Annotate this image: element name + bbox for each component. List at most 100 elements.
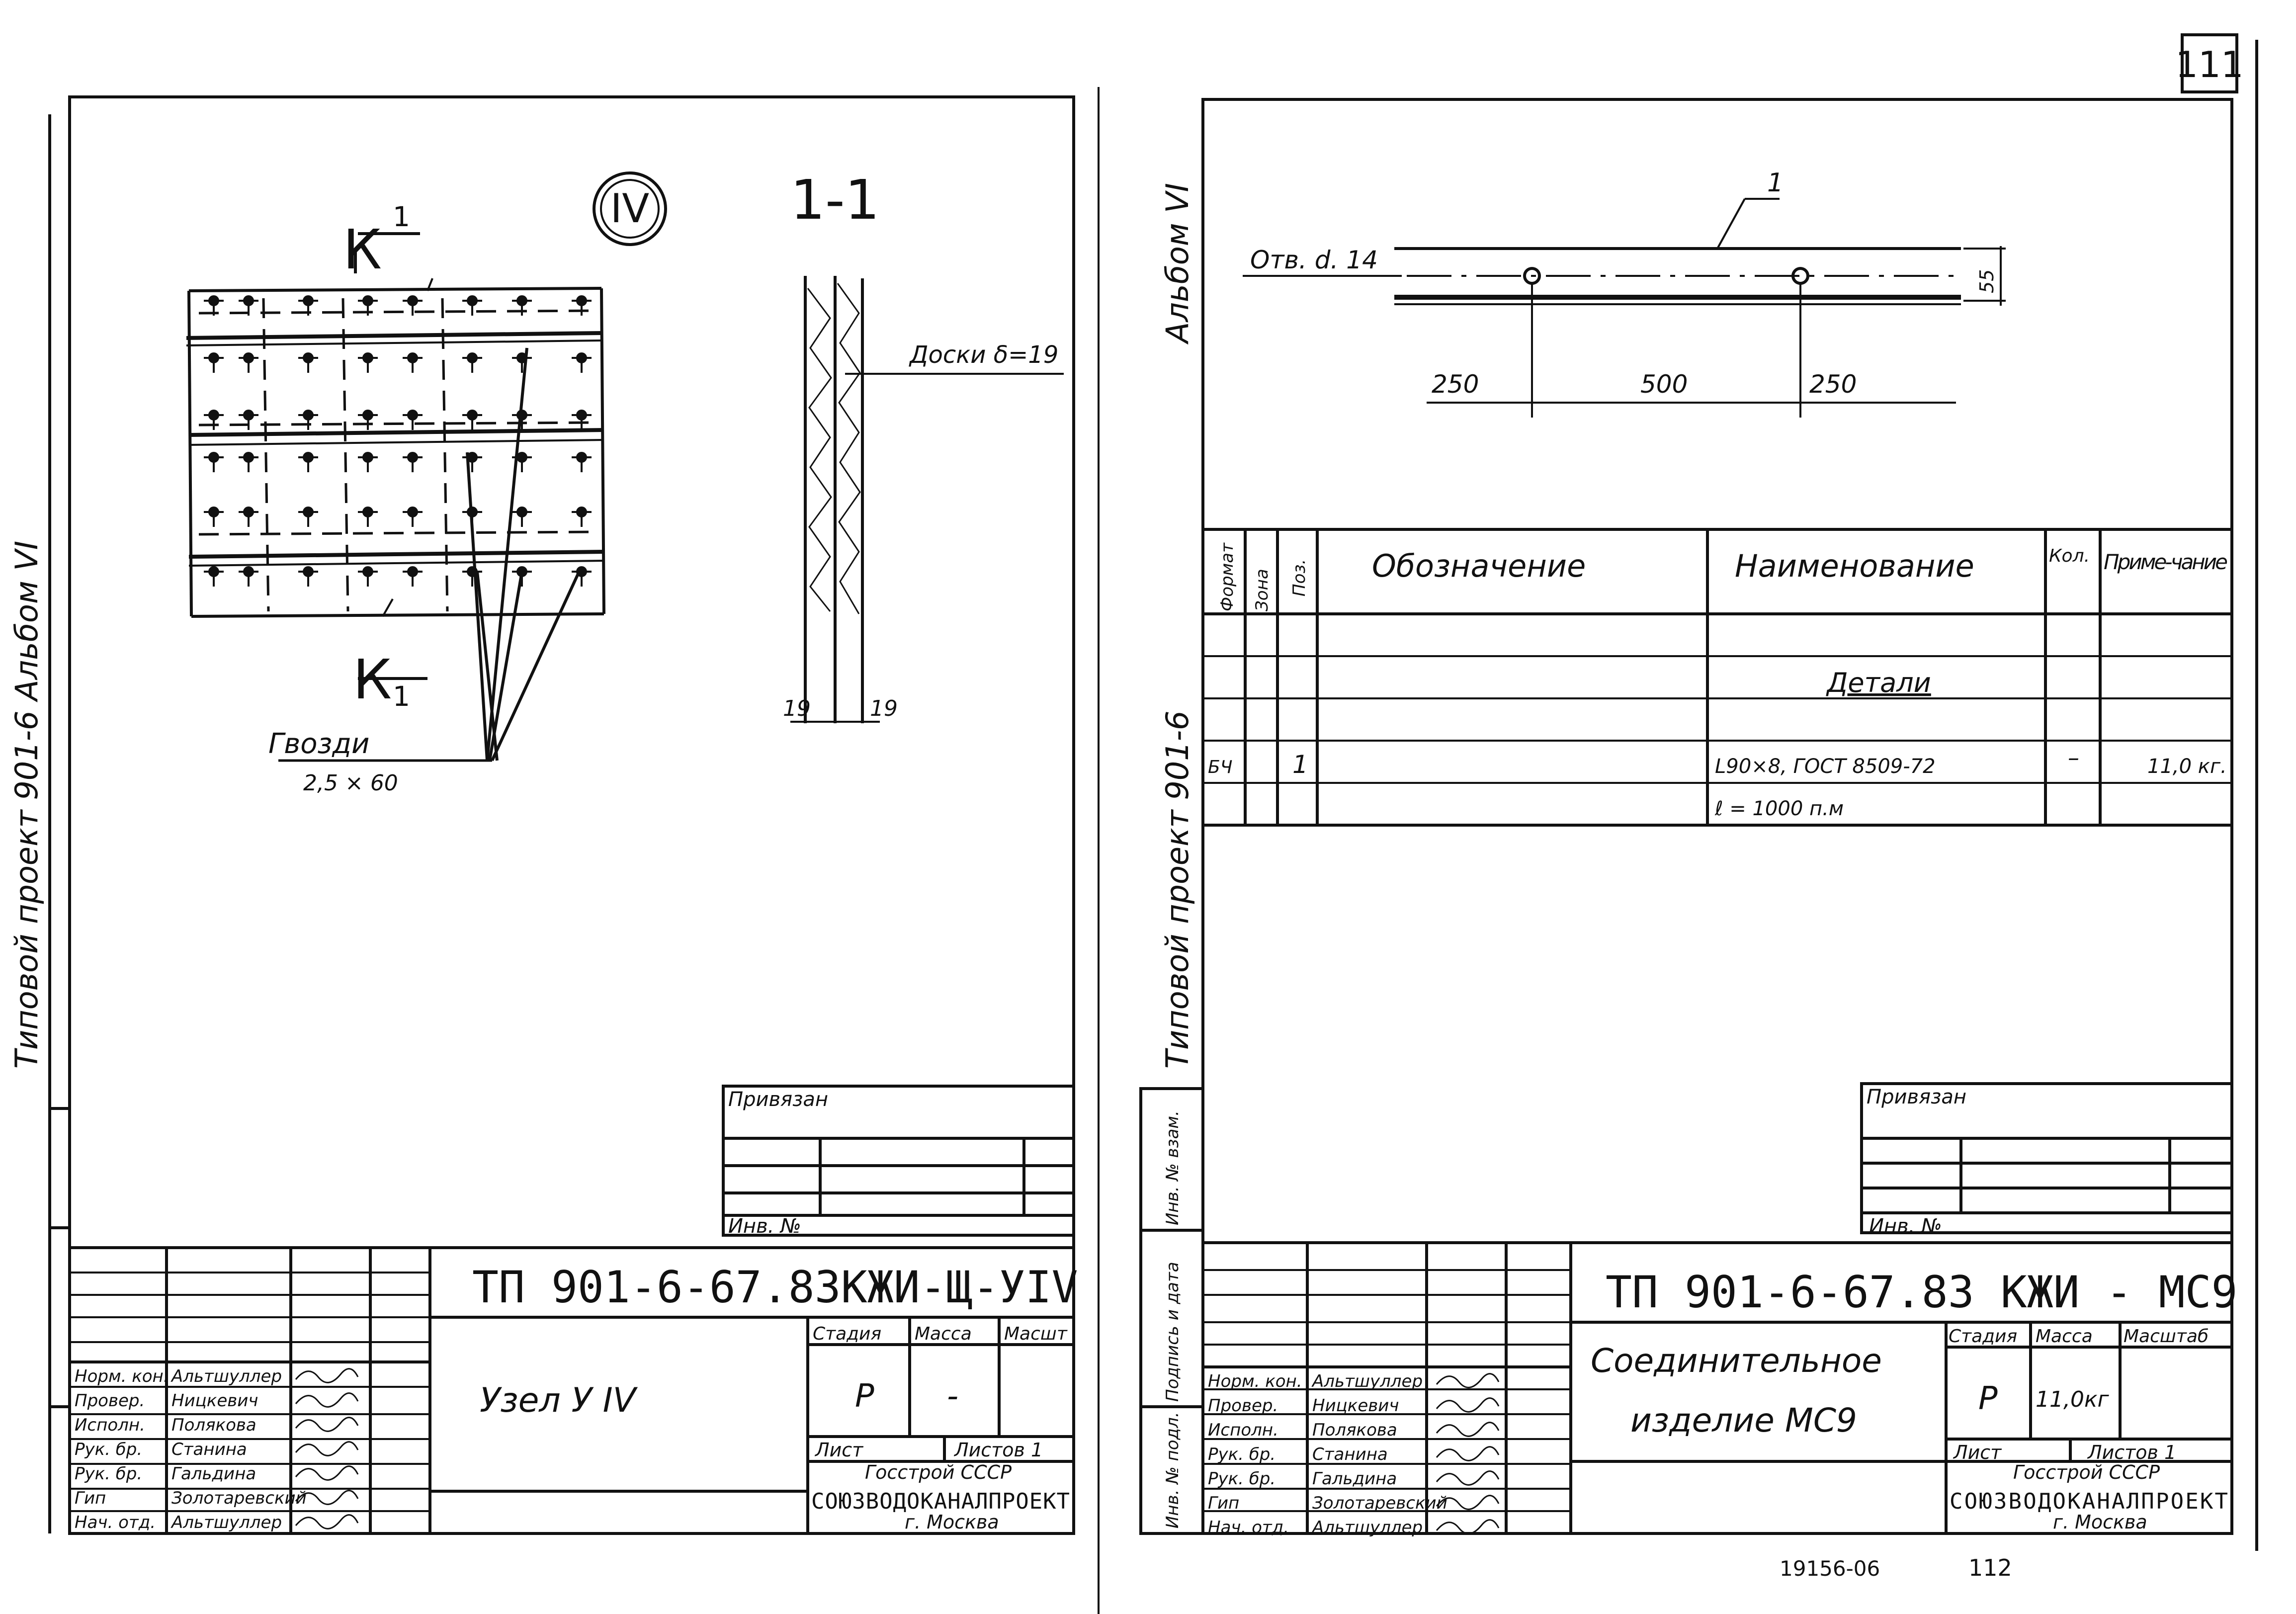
left-item-name: Узел У IV <box>480 1381 638 1420</box>
signature-name: Альтшуллер <box>1311 1518 1423 1537</box>
spec-rows: БЧ 1 L90×8, ГОСТ 8509-72 – 11,0 кг. ℓ = 1000 … <box>1208 744 2227 820</box>
handwritten-signature <box>1436 1373 1500 1388</box>
right-title-block <box>1201 1241 2233 1535</box>
section-index-top: 1 <box>393 201 410 233</box>
signature-role: Норм. кон. <box>1208 1371 1302 1391</box>
signature-name: Гальдина <box>1312 1469 1397 1489</box>
signature-name: Станина <box>171 1440 247 1459</box>
nail-marks <box>204 295 592 587</box>
handwritten-signature <box>295 1441 359 1456</box>
left-designation: ТП 901-6-67.83КЖИ-Щ-УIV <box>472 1262 1078 1313</box>
handwritten-signature <box>295 1392 359 1408</box>
signature-name: Золотаревский <box>171 1488 307 1508</box>
spec-hdr-zone: Зона <box>1252 569 1272 611</box>
signature-name: Станина <box>1312 1444 1388 1464</box>
right-signature-rows: Норм. кон.АльтшуллерПровер.НицкевичИспол… <box>1208 1371 1500 1537</box>
signature-name: Альтшуллер <box>170 1513 282 1532</box>
right-mass: 11,0кг <box>2036 1387 2110 1412</box>
handwritten-signature <box>1436 1495 1500 1510</box>
right-org-name: СОЮЗВОДОКАНАЛПРОЕКТ <box>1950 1489 2228 1514</box>
page-number-box <box>2181 33 2238 93</box>
spec-cell-qty: – <box>2068 744 2079 771</box>
spec-hdr-pos: Поз. <box>1289 559 1309 596</box>
nails-size: 2,5 × 60 <box>303 770 398 796</box>
right-designation: ТП 901-6-67.83 КЖИ - МС9 <box>1606 1267 2238 1318</box>
left-org-city: г. Москва <box>905 1511 999 1533</box>
spec-table <box>1203 528 2232 827</box>
right-hdr-stage: Стадия <box>1949 1326 2017 1347</box>
signature-name: Гальдина <box>171 1464 256 1484</box>
right-sheets-label: Листов 1 <box>2087 1442 2176 1463</box>
signature-role: Гип <box>75 1488 106 1508</box>
left-sheets-label: Листов 1 <box>953 1439 1043 1461</box>
dim-right: 19 <box>870 696 898 721</box>
right-hdr-mass: Масса <box>2036 1326 2093 1347</box>
margin-project: Типовой проект 901-6 <box>1159 710 1195 1069</box>
section-1-1 <box>790 276 1064 723</box>
planks-label: Доски δ=19 <box>909 341 1058 369</box>
left-hdr-mass: Масса <box>915 1324 972 1344</box>
side-box-inv-subst: Инв. № взам. <box>1163 1110 1183 1225</box>
signature-role: Провер. <box>1208 1396 1278 1416</box>
right-sheet-label: Лист <box>1953 1442 2002 1463</box>
archive-number: 19156-06 <box>1780 1556 1880 1581</box>
section-mark-top: К <box>343 218 382 281</box>
left-signature-rows: Норм. кон.АльтшуллерПровер.НицкевичИспол… <box>75 1366 359 1532</box>
side-box-sign-date: Подпись и дата <box>1163 1262 1183 1402</box>
node-marker: IV <box>610 185 650 232</box>
left-margin-text: Типовой проект 901-6 Альбом VI <box>8 541 45 1069</box>
handwritten-signature <box>295 1368 359 1383</box>
signature-name: Альтшуллер <box>1311 1371 1423 1391</box>
signature-role: Нач. отд. <box>75 1513 156 1532</box>
right-org-line1: Госстрой СССР <box>2013 1461 2160 1483</box>
spec-cell-name: L90×8, ГОСТ 8509-72 <box>1715 755 1936 778</box>
handwritten-signature <box>1436 1446 1500 1461</box>
spec-cell-name: ℓ = 1000 п.м <box>1714 797 1844 820</box>
section-mark-bottom: К <box>353 648 392 711</box>
signature-name: Ницкевич <box>171 1391 258 1411</box>
left-hdr-stage: Стадия <box>813 1324 881 1344</box>
left-attached-label: Привязан <box>728 1088 828 1111</box>
handwritten-signature <box>1436 1422 1500 1437</box>
spec-cell-format: БЧ <box>1208 757 1232 777</box>
handwritten-signature <box>1436 1519 1500 1534</box>
signature-name: Ницкевич <box>1312 1396 1399 1416</box>
left-org-line1: Госстрой СССР <box>865 1461 1012 1483</box>
section-index-bottom: 1 <box>393 680 410 712</box>
signature-role: Нач. отд. <box>1208 1518 1289 1537</box>
signature-name: Альтшуллер <box>170 1366 282 1386</box>
signature-role: Норм. кон. <box>75 1366 169 1386</box>
handwritten-signature <box>295 1514 359 1529</box>
spec-cell-note: 11,0 кг. <box>2147 755 2227 778</box>
signature-role: Рук. бр. <box>75 1440 142 1459</box>
signature-role: Рук. бр. <box>1208 1469 1276 1489</box>
angle-detail <box>1243 198 2006 418</box>
dim-250-right: 250 <box>1809 370 1857 399</box>
signature-name: Полякова <box>1312 1420 1397 1440</box>
dim-height: 55 <box>1976 269 1998 293</box>
hole-label: Отв. d. 14 <box>1250 246 1378 274</box>
signature-name: Золотаревский <box>1312 1493 1447 1513</box>
signature-name: Полякова <box>171 1415 256 1435</box>
sheet-ref: 112 <box>1968 1554 2012 1581</box>
board-plan-view <box>186 278 605 618</box>
handwritten-signature <box>1436 1470 1500 1486</box>
pos-leader: 1 <box>1767 168 1784 198</box>
signature-role: Исполн. <box>75 1415 145 1435</box>
right-inv-label: Инв. № <box>1869 1215 1942 1238</box>
left-title-block <box>68 1246 1075 1535</box>
signature-role: Рук. бр. <box>75 1464 142 1484</box>
margin-album: Альбом VI <box>1159 183 1195 345</box>
signature-role: Исполн. <box>1208 1420 1278 1440</box>
right-stage: Р <box>1978 1380 1998 1417</box>
side-box-inv-orig: Инв. № подл. <box>1163 1412 1183 1529</box>
spec-hdr-qty: Кол. <box>2049 546 2090 566</box>
dim-250-left: 250 <box>1432 370 1479 399</box>
signature-role: Гип <box>1208 1493 1239 1513</box>
signature-role: Провер. <box>75 1391 145 1411</box>
right-item-name-2: изделие МС9 <box>1630 1401 1857 1440</box>
left-hdr-scale: Масшт <box>1004 1324 1068 1344</box>
spec-cell-pos: 1 <box>1292 750 1308 779</box>
right-item-name-1: Соединительное <box>1591 1342 1882 1380</box>
